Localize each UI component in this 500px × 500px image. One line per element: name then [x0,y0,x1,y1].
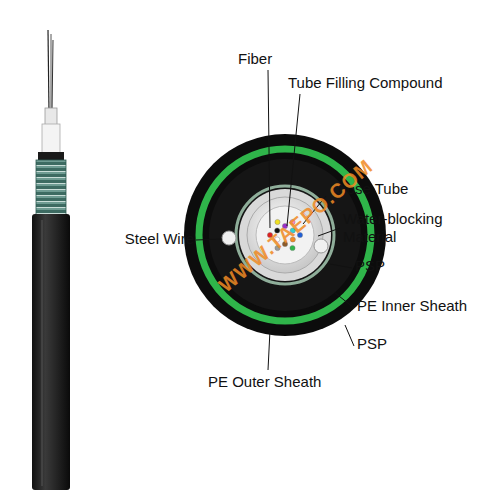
part-label: Steel Wire [80,230,194,248]
part-label: PE Inner Sheath [357,297,487,315]
cable-side-view [32,30,70,490]
part-label: PSP [357,335,407,353]
part-label: Tube Filling Compound [288,74,463,92]
part-label: Water-blocking Material [343,210,468,246]
part-label: PSP [355,257,405,275]
fiber-dot [290,245,295,250]
part-label: Fiber [238,50,298,68]
part-label: PE Outer Sheath [208,373,348,391]
leader-lines [196,70,354,370]
